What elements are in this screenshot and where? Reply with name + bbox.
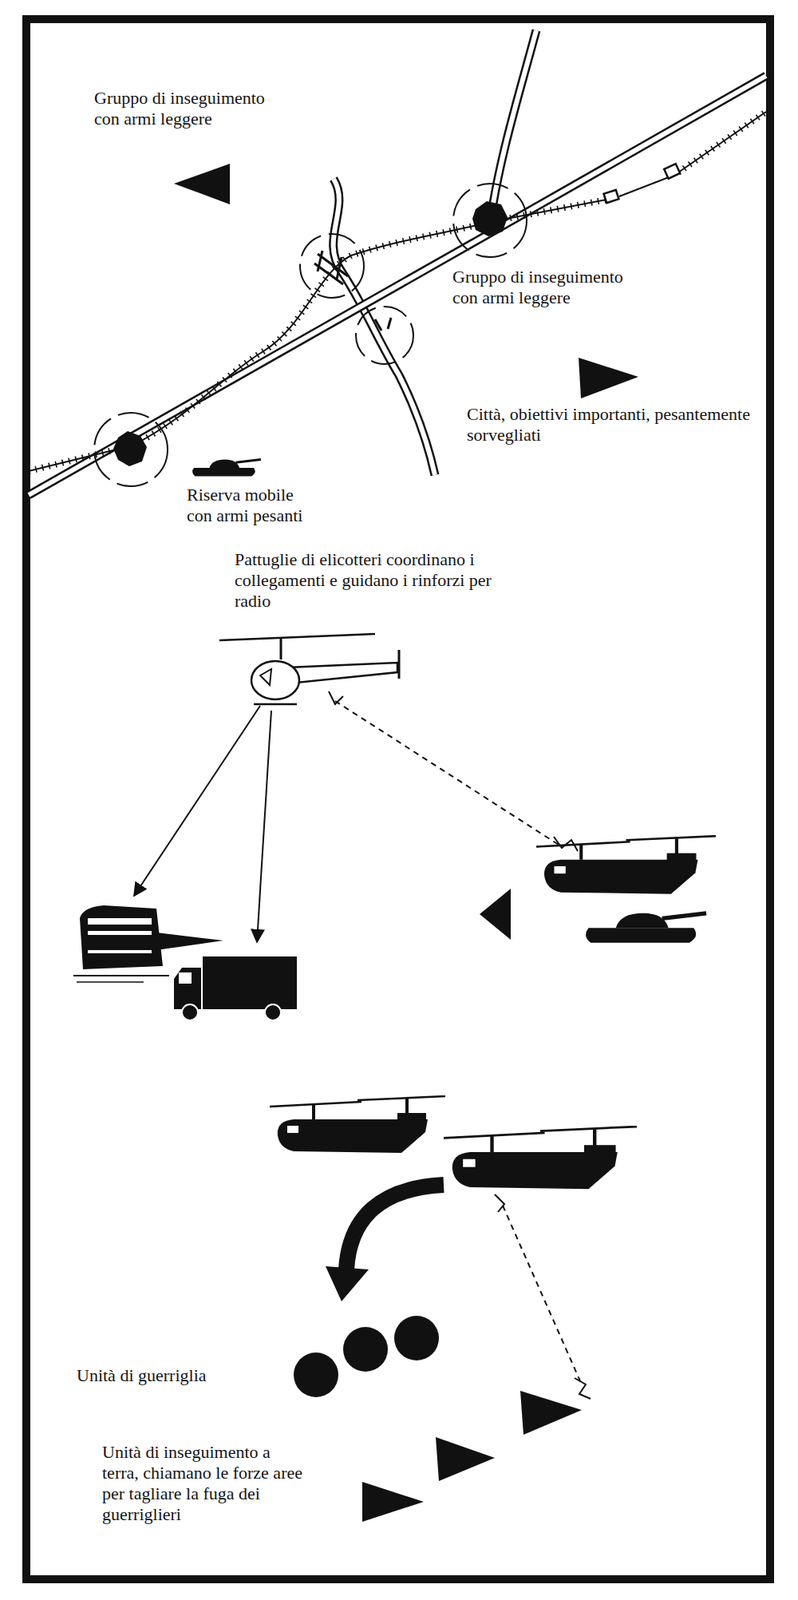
radio-link [328,691,578,851]
arrow [134,705,261,896]
truck-symbol [173,956,297,1020]
tank-symbol [585,912,707,943]
road [28,30,767,495]
map-label: Gruppo di inseguimento con armi leggere [94,87,294,130]
river [333,178,435,475]
pursuit-triangle [479,888,511,940]
map-label: Riserva mobile con armi pesanti [186,484,323,526]
map-label: Pattuglie di elicotteri coordinano i col… [234,549,522,612]
railway [28,111,767,471]
tank-symbol [192,459,261,477]
pursuit-triangle [362,1481,424,1521]
movement-arrow [325,1184,444,1301]
chinook-helicopter [536,835,716,894]
bridge [300,233,414,364]
map-label: Città, obiettivi importanti, pesantement… [466,403,763,446]
pursuit-triangle [578,357,639,399]
radio-link [494,1193,591,1399]
pursuit-triangle [173,163,230,205]
town [94,183,527,486]
chinook-helicopter [443,1125,637,1189]
pursuit-triangle [435,1436,495,1481]
map-label: Unità di inseguimento a terra, chiamano … [102,1441,312,1525]
map-label: Unità di guerriglia [76,1364,277,1386]
pursuit-triangle [520,1390,582,1435]
chinook-helicopter [269,1095,446,1153]
helicopter [219,633,399,704]
guerrilla-unit [293,1315,439,1397]
arrow [256,710,272,942]
map-label: Gruppo di inseguimento con armi leggere [452,266,652,309]
